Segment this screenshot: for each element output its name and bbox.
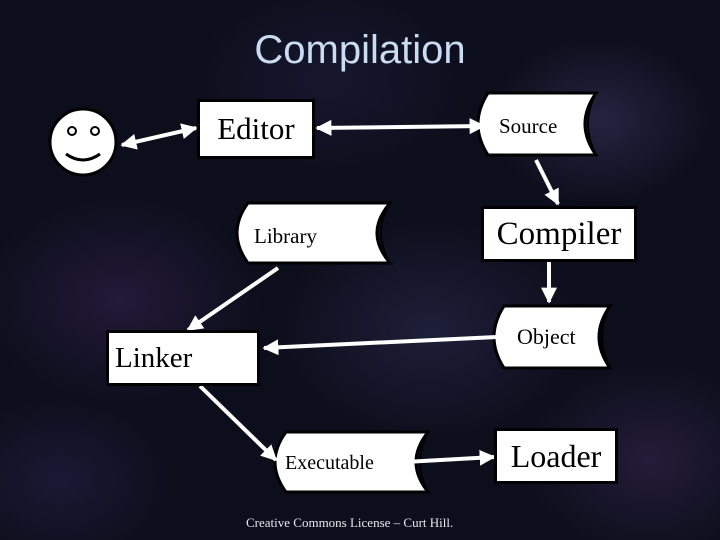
library-storage-shape xyxy=(235,201,394,265)
compiler-box: Compiler xyxy=(481,206,637,262)
source-storage-shape xyxy=(476,91,599,157)
loader-label: Loader xyxy=(510,437,602,474)
compiler-label: Compiler xyxy=(496,215,622,252)
slide-title: Compilation xyxy=(254,28,466,72)
footer-credit: Creative Commons License – Curt Hill. xyxy=(246,515,454,530)
object-label: Object xyxy=(517,324,576,349)
arrow-source-compiler xyxy=(534,159,560,206)
loader-box: Loader xyxy=(494,428,618,484)
object-storage-shape xyxy=(492,304,613,370)
editor-box: Editor xyxy=(197,99,315,159)
source-label: Source xyxy=(499,114,558,138)
arrow-linker-executable xyxy=(198,384,278,462)
arrow-object-linker xyxy=(262,335,498,356)
library-label: Library xyxy=(254,224,317,248)
smiley-face-icon xyxy=(48,107,118,177)
editor-label: Editor xyxy=(217,111,295,146)
linker-label: Linker xyxy=(115,341,193,374)
linker-box: Linker xyxy=(106,330,260,386)
arrow-user-editor xyxy=(120,123,198,150)
arrow-executable-loader xyxy=(404,449,496,466)
arrow-library-linker xyxy=(186,266,280,332)
arrow-editor-source xyxy=(315,118,486,136)
executable-label: Executable xyxy=(285,452,374,474)
